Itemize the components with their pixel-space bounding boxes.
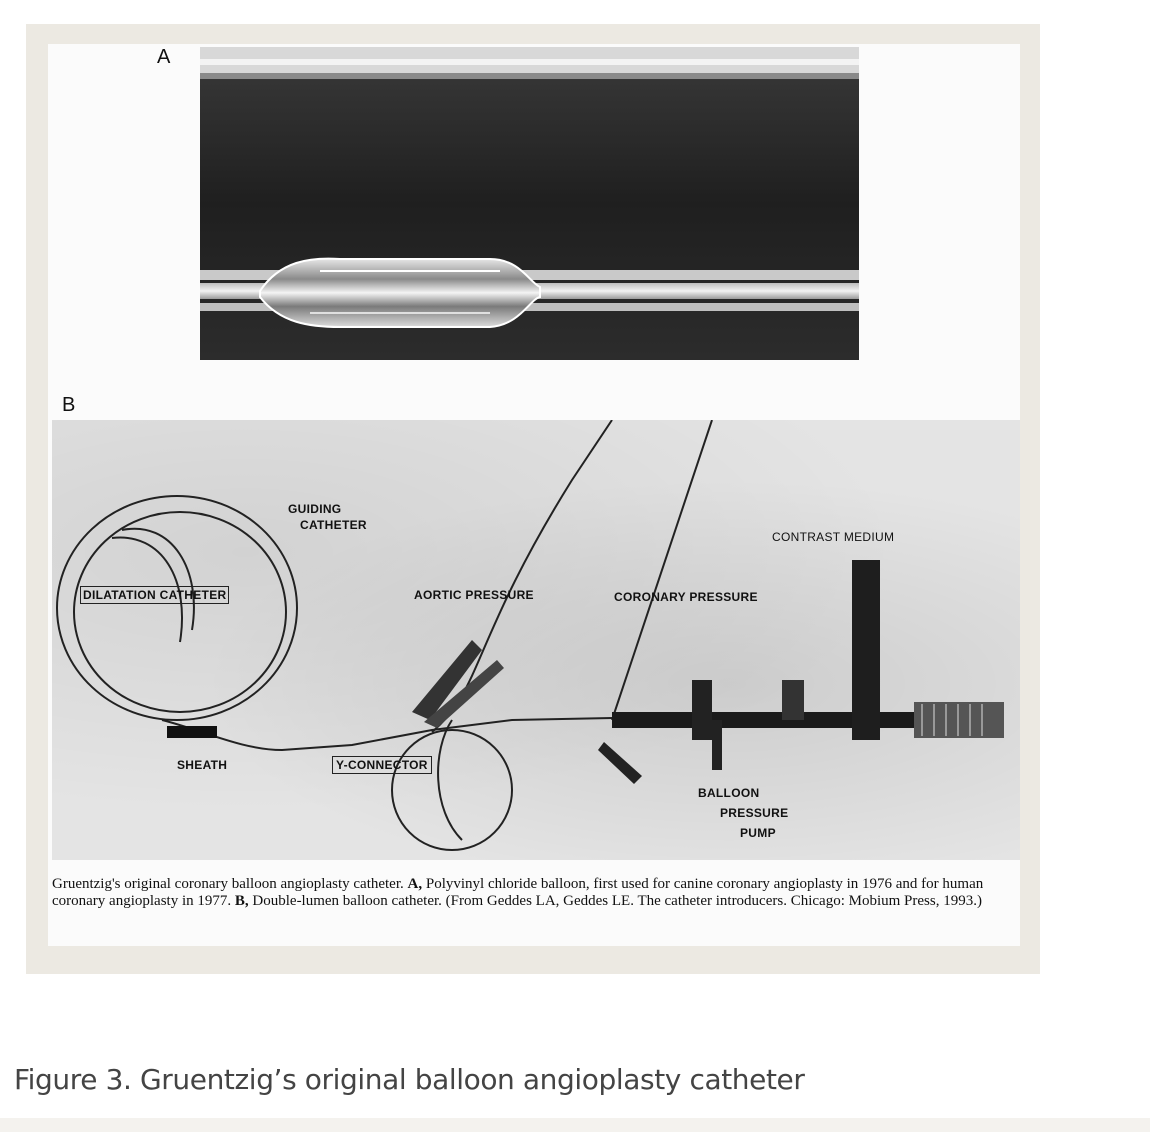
label-coronary-pressure: CORONARY PRESSURE: [614, 590, 758, 604]
label-guiding-catheter-line2: CATHETER: [300, 518, 367, 532]
label-balloon: BALLOON: [698, 786, 760, 800]
panel-b-letter: B: [62, 394, 76, 416]
catheter-system-photo: GUIDING CATHETER CONTRAST MEDIUM DILATAT…: [52, 420, 1020, 860]
caption-part-3: Double-lumen balloon catheter. (From Ged…: [248, 893, 982, 909]
caption-part-1: Gruentzig's original coronary balloon an…: [52, 876, 408, 892]
balloon-photo: [200, 47, 859, 360]
bottom-divider: [0, 1118, 1150, 1132]
caption-part-2: Polyvinyl chloride balloon, first used f…: [52, 876, 984, 909]
figure-caption: Gruentzig's original coronary balloon an…: [52, 876, 1022, 910]
label-guiding-catheter-line1: GUIDING: [288, 502, 342, 516]
label-contrast-medium: CONTRAST MEDIUM: [772, 530, 895, 544]
panel-a-letter: A: [157, 46, 171, 68]
page-figure-caption: Figure 3. Gruentzig’s original balloon a…: [14, 1063, 805, 1096]
label-aortic-pressure: AORTIC PRESSURE: [414, 588, 534, 602]
label-sheath: SHEATH: [177, 758, 228, 772]
label-dilatation-catheter: DILATATION CATHETER: [80, 586, 230, 604]
catheter-system-illustration: [56, 420, 1004, 851]
caption-b-label: B,: [234, 893, 249, 909]
label-y-connector: Y-CONNECTOR: [332, 756, 432, 774]
label-pump: PUMP: [740, 826, 776, 840]
balloon-catheter-photo-illustration: [200, 47, 859, 360]
caption-a-label: A,: [407, 876, 423, 892]
label-pressure: PRESSURE: [720, 806, 789, 820]
